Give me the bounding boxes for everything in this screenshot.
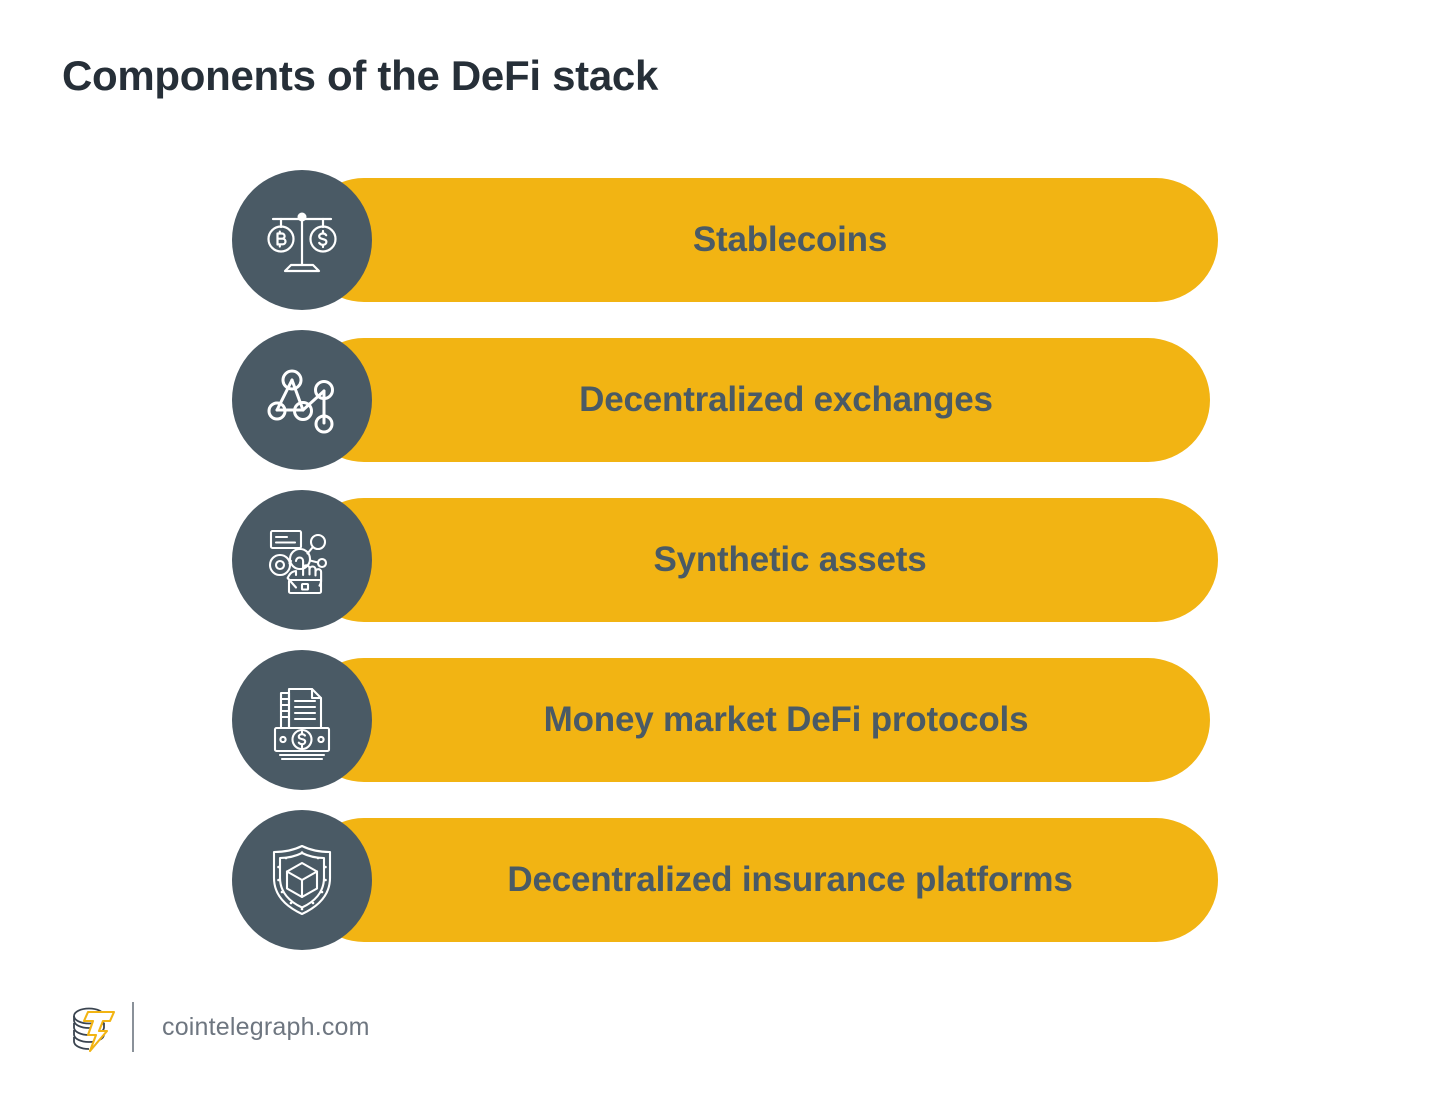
stack-bar-label: Decentralized exchanges [579, 380, 993, 419]
page-title: Components of the DeFi stack [62, 52, 659, 99]
footer-divider [132, 1002, 134, 1052]
document-banknotes-dollar-icon [232, 650, 372, 790]
stack-bar-label: Synthetic assets [653, 540, 927, 579]
list-item[interactable]: Synthetic assets [232, 490, 1292, 630]
shield-cube-icon [232, 810, 372, 950]
list-item[interactable]: Stablecoins [232, 170, 1292, 310]
cointelegraph-logo [62, 996, 124, 1058]
hand-pointer-network-icon [232, 490, 372, 630]
defi-stack-list: Stablecoins Decentra [232, 170, 1292, 970]
stack-bar[interactable]: Money market DeFi protocols [302, 658, 1210, 782]
stack-bar-label: Stablecoins [692, 220, 888, 259]
stack-bar[interactable]: Synthetic assets [302, 498, 1218, 622]
list-item[interactable]: Money market DeFi protocols [232, 650, 1292, 790]
stack-bar[interactable]: Stablecoins [302, 178, 1218, 302]
list-item[interactable]: Decentralized exchanges [232, 330, 1292, 470]
footer-site-link[interactable]: cointelegraph.com [162, 1012, 370, 1041]
stack-bar[interactable]: Decentralized insurance platforms [302, 818, 1218, 942]
footer: cointelegraph.com [62, 996, 370, 1058]
network-nodes-icon [232, 330, 372, 470]
stack-bar-label: Decentralized insurance platforms [507, 860, 1073, 899]
list-item[interactable]: Decentralized insurance platforms [232, 810, 1292, 950]
stack-bar-label: Money market DeFi protocols [543, 700, 1029, 739]
balance-scale-bitcoin-dollar-icon [232, 170, 372, 310]
stack-bar[interactable]: Decentralized exchanges [302, 338, 1210, 462]
